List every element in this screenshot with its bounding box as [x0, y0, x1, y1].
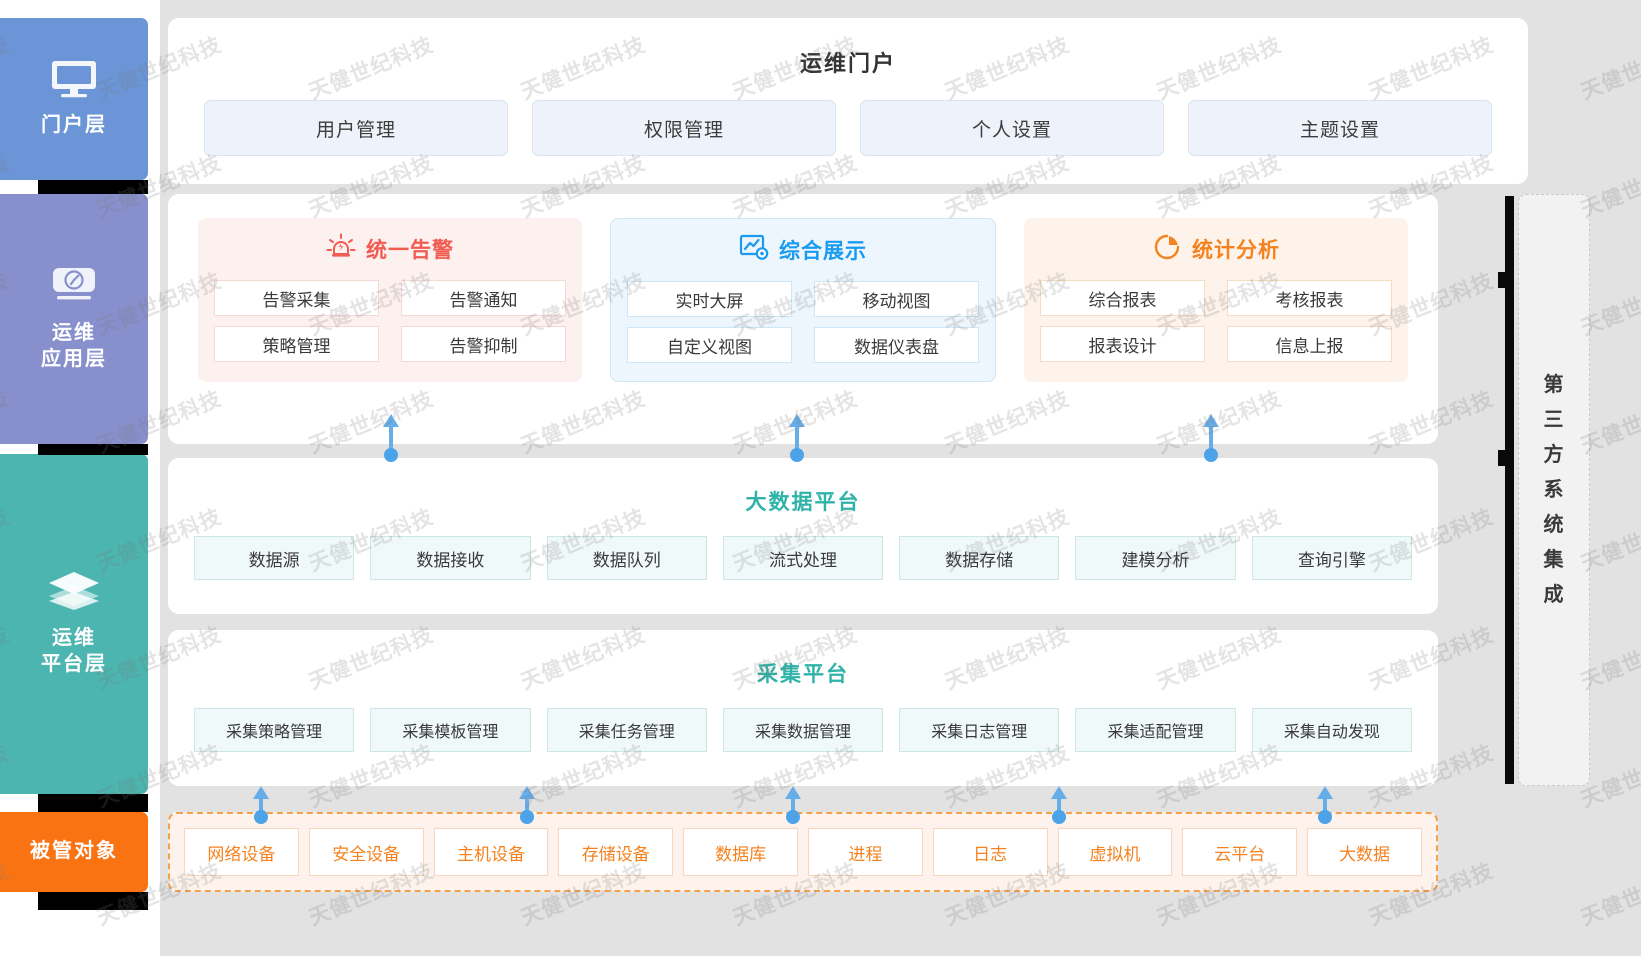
managed-object-host-device[interactable]: 主机设备 — [433, 828, 549, 876]
chip-collection-template-management[interactable]: 采集模板管理 — [370, 708, 531, 752]
chart-monitor-icon — [739, 234, 769, 267]
arrow-up — [382, 414, 400, 462]
managed-object-cloud-platform[interactable]: 云平台 — [1182, 828, 1298, 876]
chip-data-queue[interactable]: 数据队列 — [546, 536, 707, 580]
chip-stream-processing[interactable]: 流式处理 — [722, 536, 884, 580]
third-party-brace — [1505, 196, 1514, 784]
card-item-info-reporting[interactable]: 信息上报 — [1227, 326, 1392, 362]
card-item-report-design[interactable]: 报表设计 — [1040, 326, 1205, 362]
card-item-realtime-bigscreen[interactable]: 实时大屏 — [627, 281, 792, 317]
card-items-grid: 实时大屏 移动视图 自定义视图 数据仪表盘 — [627, 281, 979, 363]
sidebar-item-ops-platform-layer[interactable]: 运维 平台层 — [0, 454, 148, 794]
managed-object-network-device[interactable]: 网络设备 — [184, 828, 299, 876]
big-data-platform-panel: 大数据平台 数据源 数据接收 数据队列 流式处理 数据存储 建模分析 查询引擎 — [168, 458, 1438, 614]
managed-objects-panel: 网络设备 安全设备 主机设备 存储设备 数据库 进程 日志 虚拟机 云平台 大数… — [168, 812, 1438, 892]
card-unified-alarm[interactable]: 统一告警 告警采集 告警通知 策略管理 告警抑制 — [198, 218, 582, 382]
third-party-brace-notch — [1498, 450, 1507, 466]
card-item-alarm-collection[interactable]: 告警采集 — [214, 280, 379, 316]
card-item-mobile-view[interactable]: 移动视图 — [814, 281, 979, 317]
managed-object-storage-device[interactable]: 存储设备 — [558, 828, 674, 876]
sidebar-item-label: 门户层 — [41, 114, 107, 137]
chip-collection-data-management[interactable]: 采集数据管理 — [722, 708, 884, 752]
alarm-siren-icon — [326, 232, 356, 267]
chip-modeling-analysis[interactable]: 建模分析 — [1075, 536, 1236, 580]
big-data-platform-title: 大数据平台 — [745, 491, 861, 514]
portal-item-theme-settings[interactable]: 主题设置 — [1188, 100, 1492, 156]
sidebar-gutter-band — [38, 794, 148, 812]
arrow-up — [1202, 414, 1220, 462]
card-item-policy-management[interactable]: 策略管理 — [214, 326, 379, 362]
portal-layer-panel: 运维门户 用户管理 权限管理 个人设置 主题设置 — [168, 18, 1528, 184]
chip-collection-log-management[interactable]: 采集日志管理 — [899, 708, 1060, 752]
big-data-items-row: 数据源 数据接收 数据队列 流式处理 数据存储 建模分析 查询引擎 — [168, 536, 1438, 580]
dashboard-gauge-icon — [48, 265, 100, 312]
page-title: 运维门户 — [799, 51, 896, 76]
third-party-integration-label: 第三方系统集成 — [1543, 373, 1565, 606]
card-items-grid: 综合报表 考核报表 报表设计 信息上报 — [1040, 280, 1392, 362]
card-item-assessment-report[interactable]: 考核报表 — [1227, 280, 1392, 316]
card-title: 统计分析 — [1192, 239, 1280, 262]
managed-object-database[interactable]: 数据库 — [683, 828, 798, 876]
sidebar-item-ops-app-layer[interactable]: 运维 应用层 — [0, 194, 148, 444]
managed-object-big-data[interactable]: 大数据 — [1307, 828, 1422, 876]
sidebar-item-managed-object[interactable]: 被管对象 — [0, 812, 148, 892]
sidebar-item-label: 运维 — [52, 322, 96, 345]
sidebar-gutter-band — [38, 444, 148, 455]
chip-data-source[interactable]: 数据源 — [194, 536, 355, 580]
diagram-canvas: 运维门户 用户管理 权限管理 个人设置 主题设置 — [160, 0, 1641, 956]
portal-item-personal-settings[interactable]: 个人设置 — [860, 100, 1164, 156]
card-header: 统一告警 — [214, 232, 566, 266]
chip-data-storage[interactable]: 数据存储 — [899, 536, 1060, 580]
chip-collection-task-management[interactable]: 采集任务管理 — [546, 708, 707, 752]
card-items-grid: 告警采集 告警通知 策略管理 告警抑制 — [214, 280, 566, 362]
managed-object-virtual-machine[interactable]: 虚拟机 — [1057, 828, 1173, 876]
portal-items-row: 用户管理 权限管理 个人设置 主题设置 — [168, 100, 1528, 156]
sidebar-gutter-band — [38, 180, 148, 194]
managed-object-log[interactable]: 日志 — [932, 828, 1048, 876]
chip-data-receive[interactable]: 数据接收 — [370, 536, 531, 580]
card-item-alarm-notification[interactable]: 告警通知 — [401, 280, 566, 316]
card-item-custom-view[interactable]: 自定义视图 — [627, 327, 792, 363]
third-party-brace-notch — [1498, 272, 1507, 288]
card-header: 综合展示 — [627, 233, 979, 267]
portal-item-permission-management[interactable]: 权限管理 — [532, 100, 836, 156]
third-party-integration-panel[interactable]: 第三方系统集成 — [1518, 194, 1590, 786]
card-title: 统一告警 — [366, 239, 454, 262]
chip-collection-auto-discovery[interactable]: 采集自动发现 — [1251, 708, 1412, 752]
chip-collection-adapter-management[interactable]: 采集适配管理 — [1075, 708, 1236, 752]
monitor-icon — [48, 59, 100, 104]
application-layer-panel: 统一告警 告警采集 告警通知 策略管理 告警抑制 — [168, 194, 1438, 444]
sidebar-item-label-2: 平台层 — [41, 653, 107, 675]
arrow-up — [518, 786, 536, 824]
portal-item-user-management[interactable]: 用户管理 — [204, 100, 508, 156]
collection-items-row: 采集策略管理 采集模板管理 采集任务管理 采集数据管理 采集日志管理 采集适配管… — [168, 708, 1438, 752]
card-header: 统计分析 — [1040, 232, 1392, 266]
chip-collection-policy-management[interactable]: 采集策略管理 — [194, 708, 355, 752]
chip-query-engine[interactable]: 查询引擎 — [1251, 536, 1412, 580]
layers-icon — [46, 570, 102, 617]
card-item-alarm-suppression[interactable]: 告警抑制 — [401, 326, 566, 362]
layer-sidebar: 门户层 运维 应用层 — [0, 0, 148, 956]
arrow-up — [784, 786, 802, 824]
collection-platform-title: 采集平台 — [757, 663, 849, 686]
arrow-up — [788, 414, 806, 462]
card-item-data-dashboard[interactable]: 数据仪表盘 — [814, 327, 979, 363]
sidebar-gutter-band — [38, 892, 148, 910]
pie-chart-icon — [1152, 232, 1182, 267]
managed-object-security-device[interactable]: 安全设备 — [308, 828, 424, 876]
card-item-comprehensive-report[interactable]: 综合报表 — [1040, 280, 1205, 316]
collection-platform-panel: 采集平台 采集策略管理 采集模板管理 采集任务管理 采集数据管理 采集日志管理 … — [168, 630, 1438, 786]
sidebar-item-label: 被管对象 — [30, 840, 118, 863]
application-cards-row: 统一告警 告警采集 告警通知 策略管理 告警抑制 — [168, 194, 1438, 406]
sidebar-item-label: 运维 — [52, 627, 96, 650]
arrow-up — [1050, 786, 1068, 824]
sidebar-item-label-2: 应用层 — [41, 348, 107, 370]
card-title: 综合展示 — [779, 240, 867, 263]
sidebar-item-portal-layer[interactable]: 门户层 — [0, 18, 148, 180]
card-statistical-analysis[interactable]: 统计分析 综合报表 考核报表 报表设计 信息上报 — [1024, 218, 1408, 382]
arrow-up — [1316, 786, 1334, 824]
arrow-up — [252, 786, 270, 824]
card-integrated-display[interactable]: 综合展示 实时大屏 移动视图 自定义视图 数据仪表盘 — [610, 218, 996, 382]
managed-object-process[interactable]: 进程 — [807, 828, 923, 876]
